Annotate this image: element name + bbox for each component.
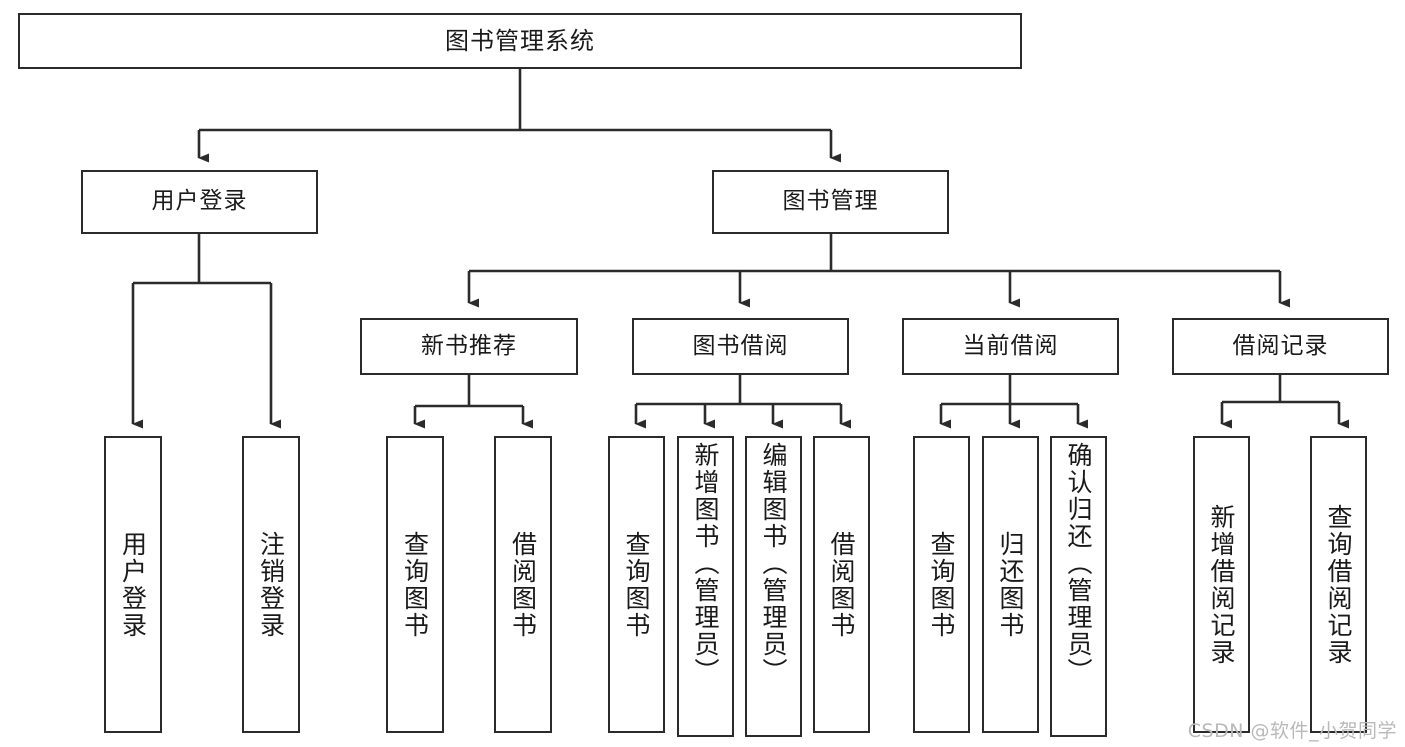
leaf-label: 查询借阅记录 — [1324, 503, 1353, 666]
node-current-borrow[interactable]: 当前借阅 — [902, 318, 1119, 375]
leaf-label: 确认归还（管理员） — [1064, 442, 1093, 685]
leaf-new-book-borrow-book[interactable]: 借阅图书 — [494, 436, 552, 733]
leaf-book-borrow-query-book[interactable]: 查询图书 — [608, 436, 665, 733]
leaf-new-book-query-book[interactable]: 查询图书 — [386, 436, 444, 733]
leaf-label: 用户登录 — [118, 530, 148, 639]
leaf-user-login-signout[interactable]: 注销登录 — [242, 436, 300, 733]
leaf-label: 新增图书（管理员） — [691, 442, 720, 685]
leaf-label: 查询图书 — [400, 530, 430, 639]
leaf-current-borrow-return-book[interactable]: 归还图书 — [982, 436, 1039, 733]
node-label: 图书管理 — [782, 188, 879, 215]
node-user-login[interactable]: 用户登录 — [81, 170, 318, 234]
node-label: 用户登录 — [151, 188, 248, 215]
node-borrow-record[interactable]: 借阅记录 — [1172, 318, 1389, 375]
node-label: 图书借阅 — [692, 332, 789, 359]
leaf-label: 查询图书 — [622, 530, 651, 639]
leaf-label: 借阅图书 — [508, 530, 538, 639]
leaf-user-login-signin[interactable]: 用户登录 — [104, 436, 162, 733]
node-label: 当前借阅 — [962, 332, 1059, 359]
leaf-label: 查询图书 — [927, 530, 956, 639]
leaf-label: 新增借阅记录 — [1207, 503, 1236, 666]
node-root-book-management-system[interactable]: 图书管理系统 — [18, 13, 1022, 69]
leaf-book-borrow-borrow-book[interactable]: 借阅图书 — [813, 436, 870, 733]
leaf-label: 借阅图书 — [827, 530, 856, 639]
leaf-current-borrow-query-book[interactable]: 查询图书 — [913, 436, 970, 733]
leaf-borrow-record-query-record[interactable]: 查询借阅记录 — [1310, 436, 1367, 733]
leaf-book-borrow-edit-book-admin[interactable]: 编辑图书（管理员） — [745, 436, 802, 737]
leaf-borrow-record-add-record[interactable]: 新增借阅记录 — [1193, 436, 1250, 733]
leaf-label: 归还图书 — [996, 530, 1025, 639]
node-label: 图书管理系统 — [445, 26, 595, 55]
node-new-book-recommend[interactable]: 新书推荐 — [360, 318, 578, 375]
csdn-watermark: CSDN @软件_小贺同学 — [1187, 720, 1397, 742]
node-label: 借阅记录 — [1232, 332, 1329, 359]
leaf-label: 编辑图书（管理员） — [759, 442, 788, 685]
node-label: 新书推荐 — [421, 332, 517, 359]
leaf-book-borrow-add-book-admin[interactable]: 新增图书（管理员） — [677, 436, 734, 737]
node-book-borrow[interactable]: 图书借阅 — [632, 318, 849, 375]
node-book-management[interactable]: 图书管理 — [712, 170, 949, 234]
leaf-label: 注销登录 — [256, 530, 286, 639]
leaf-current-borrow-confirm-return-admin[interactable]: 确认归还（管理员） — [1050, 436, 1107, 737]
